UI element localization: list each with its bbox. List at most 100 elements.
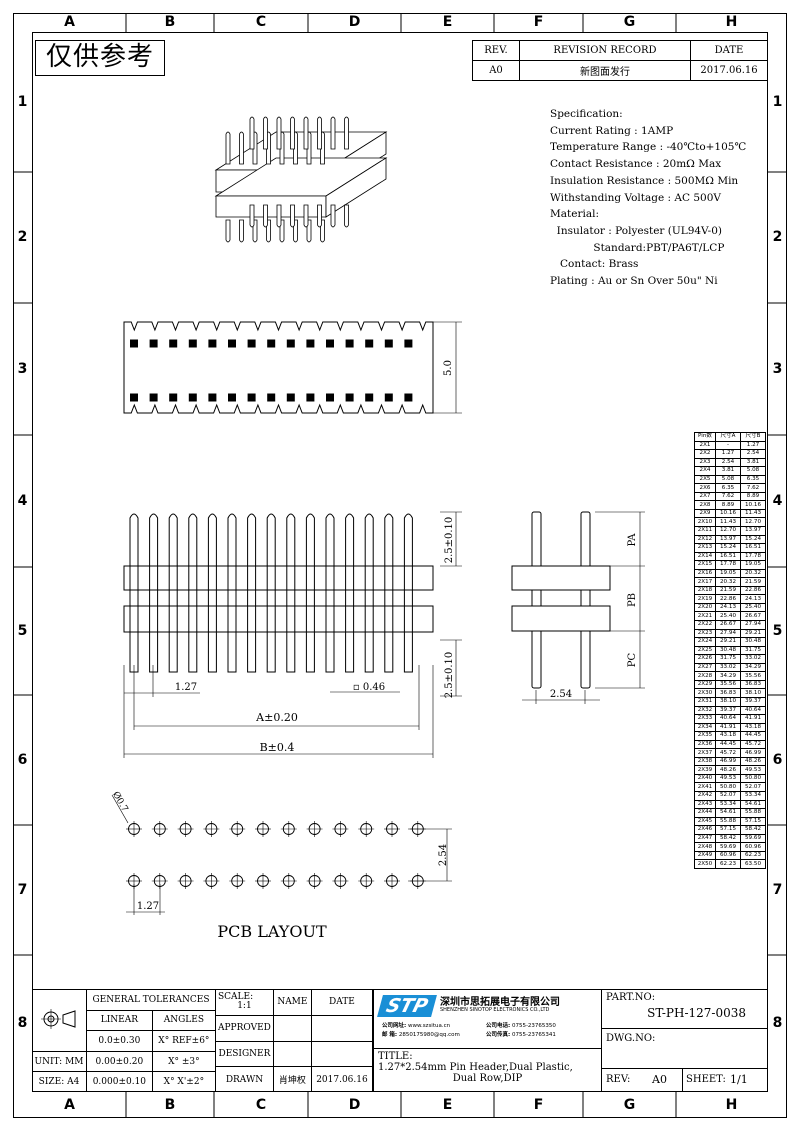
grid-col-bottom-C: C bbox=[255, 1097, 267, 1113]
pin-table-cell: 2X23 bbox=[694, 628, 716, 639]
front-view-pin-segment bbox=[364, 605, 374, 633]
front-view-pin bbox=[207, 513, 217, 673]
pin-table-cell: 2X14 bbox=[694, 551, 716, 562]
part-no-field: PART.NO: ST-PH-127-0038 bbox=[601, 989, 768, 1029]
pin-table-cell: 13.97 bbox=[715, 534, 741, 545]
pin-table-cell: 59.69 bbox=[715, 842, 741, 852]
pin-table-cell: 2X7 bbox=[694, 491, 716, 502]
pin-table-cell: 62.23 bbox=[740, 850, 766, 861]
pin-table-cell: 3.81 bbox=[740, 457, 766, 468]
pin-table-cell: 35.56 bbox=[715, 679, 741, 690]
front-view-pin-segment bbox=[364, 565, 374, 591]
pin-table-row: 2X1-1.27 bbox=[694, 440, 766, 451]
front-view-pin-segment bbox=[286, 605, 296, 633]
approved-label: APPROVED bbox=[215, 1014, 274, 1042]
top-view-pin bbox=[306, 339, 315, 348]
iso-pin-top bbox=[225, 131, 231, 165]
grid-row-5: 5 bbox=[17, 623, 28, 639]
dim-pcb-pitch: 1.27 bbox=[137, 901, 159, 912]
pin-table-cell: 30.48 bbox=[715, 645, 741, 656]
top-view-pin bbox=[149, 339, 158, 348]
pin-table-cell: 2X11 bbox=[694, 526, 716, 536]
front-view-pin-segment bbox=[168, 565, 178, 591]
grid-row-right-2: 2 bbox=[772, 229, 783, 245]
front-view-pin-segment bbox=[168, 605, 178, 633]
company-logo: STP bbox=[377, 995, 437, 1017]
pin-table-cell: 2X12 bbox=[694, 534, 716, 545]
isometric-view bbox=[214, 116, 388, 243]
pin-table-cell: 2X21 bbox=[694, 611, 716, 622]
grid-col-H: H bbox=[725, 14, 738, 30]
grid-row-2: 2 bbox=[17, 229, 28, 245]
grid-col-bottom-A: A bbox=[64, 1097, 75, 1113]
tol-angle-1: X° REF±6° bbox=[151, 1030, 217, 1052]
top-view-pin bbox=[286, 339, 295, 348]
grid-col-bottom-H: H bbox=[725, 1097, 738, 1113]
pin-table-cell: 2X20 bbox=[694, 602, 716, 613]
rev-label: REV: bbox=[606, 1074, 631, 1085]
tol-angle-3: X° X'±2° bbox=[151, 1071, 217, 1092]
front-view-pin-segment bbox=[325, 565, 335, 591]
pin-table-header: 尺寸A bbox=[715, 432, 741, 442]
top-view-pin bbox=[384, 393, 393, 402]
title-field: TITLE: 1.27*2.54mm Pin Header,Dual Plast… bbox=[373, 1049, 601, 1092]
front-view-pin bbox=[305, 513, 315, 673]
email-value: 2850175980@qq.com bbox=[398, 1032, 460, 1038]
dwg-no-label: DWG.NO: bbox=[606, 1033, 656, 1044]
pin-table-cell: 44.45 bbox=[740, 731, 766, 741]
pin-table-cell: 16.51 bbox=[715, 551, 741, 562]
grid-row-right-8: 8 bbox=[772, 1015, 783, 1031]
dim-pitch: 1.27 bbox=[175, 682, 197, 693]
pin-table-cell: 11.43 bbox=[740, 508, 766, 519]
iso-pin-top bbox=[330, 116, 336, 150]
top-view-pin bbox=[345, 339, 354, 348]
spec-line: Insulator : Polyester (UL94V-0) bbox=[550, 224, 722, 237]
grid-row-right-5: 5 bbox=[772, 623, 783, 639]
pin-table-cell: 62.23 bbox=[715, 859, 741, 869]
pin-table-cell: 45.72 bbox=[740, 739, 766, 750]
pin-table-cell: 2X44 bbox=[694, 808, 716, 818]
pin-table-cell: 2X10 bbox=[694, 517, 716, 527]
pin-table-cell: 22.86 bbox=[715, 594, 741, 604]
pin-table-cell: 1.27 bbox=[740, 440, 766, 451]
pin-table-cell: 2X39 bbox=[694, 765, 716, 775]
iso-pin-top bbox=[239, 131, 244, 165]
pin-table-cell: 50.80 bbox=[740, 773, 766, 784]
pin-table-cell: 2X24 bbox=[694, 637, 716, 647]
grid-col-E: E bbox=[442, 14, 453, 30]
pin-table-cell: 30.48 bbox=[740, 637, 766, 647]
pin-table-cell: 44.45 bbox=[715, 739, 741, 750]
iso-pin-bottom bbox=[317, 204, 322, 228]
pin-table-cell: 2X3 bbox=[694, 457, 716, 468]
pin-table-cell: 34.29 bbox=[740, 662, 766, 673]
pin-table-cell: 2X48 bbox=[694, 842, 716, 852]
grid-col-B: B bbox=[164, 14, 176, 30]
pin-table-cell: 2X28 bbox=[694, 671, 716, 681]
pin-table-cell: 2X4 bbox=[694, 466, 716, 476]
front-view-pin-segment bbox=[247, 565, 257, 591]
drawing-border bbox=[13, 13, 787, 1118]
grid-row-right-3: 3 bbox=[772, 361, 783, 377]
pin-table-header: 尺寸B bbox=[740, 432, 766, 442]
top-view-pin bbox=[149, 393, 158, 402]
pin-table-cell: 53.34 bbox=[715, 799, 741, 810]
tol-linear-3: 0.000±0.10 bbox=[86, 1071, 153, 1092]
front-view-pin bbox=[188, 513, 198, 673]
grid-col-A: A bbox=[64, 14, 75, 30]
unit-label: UNIT: MM bbox=[32, 1050, 87, 1073]
pin-table-cell: 43.18 bbox=[715, 731, 741, 741]
